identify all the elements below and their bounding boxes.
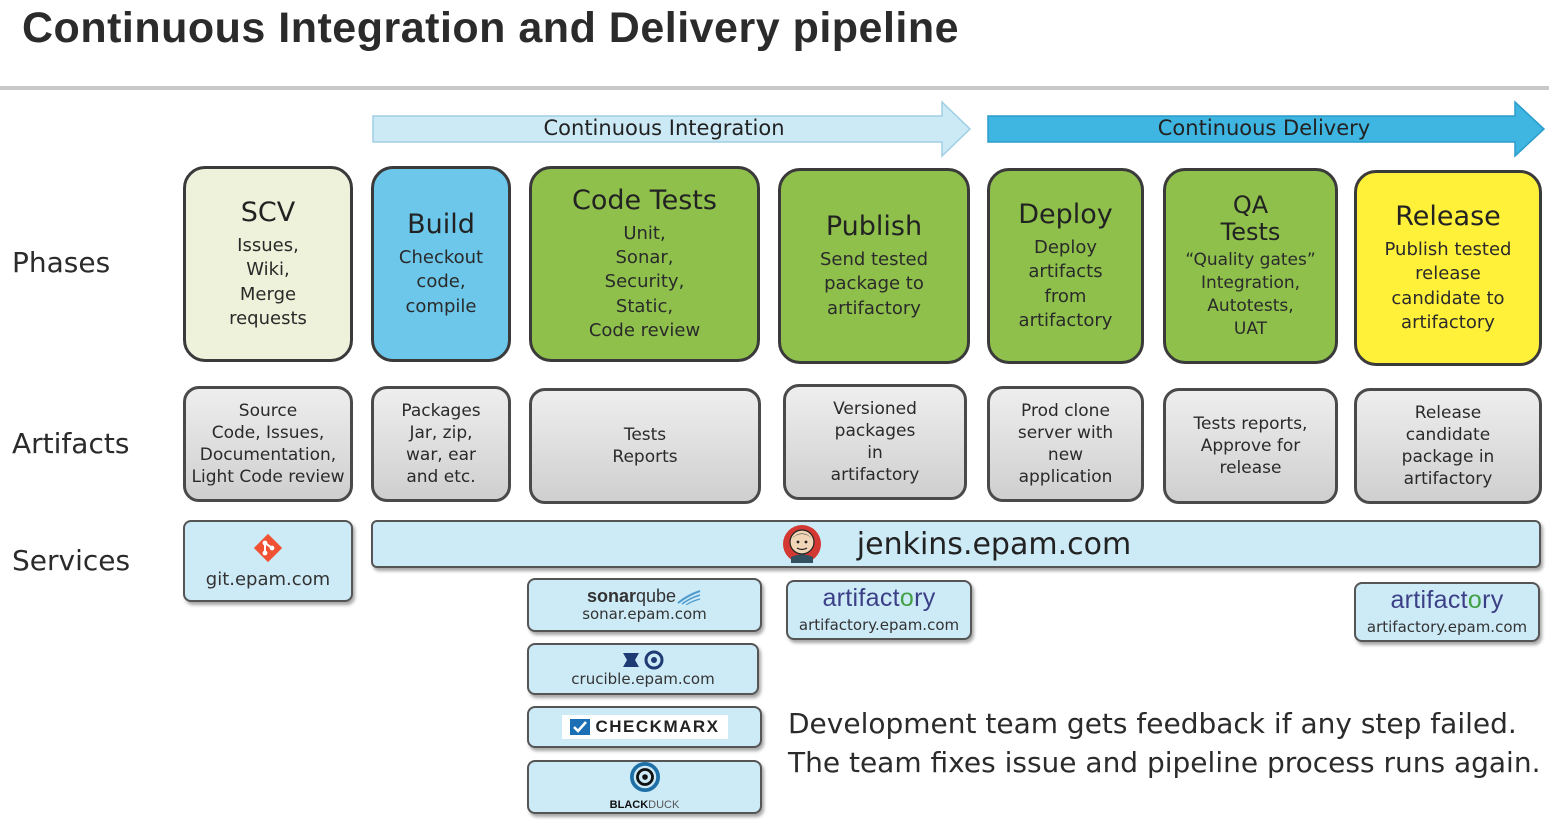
phase-description: Publish tested release candidate to arti… (1384, 238, 1512, 333)
phase-description: Issues, Wiki, Merge requests (229, 234, 307, 329)
blackduck-wordmark: BLACKDUCK (610, 793, 680, 812)
phase-deploy: Deploy Deploy artifacts from artifactory (987, 168, 1144, 364)
service-url: jenkins.epam.com (856, 526, 1132, 562)
checkmarx-wordmark: CHECKMARX (595, 717, 720, 736)
git-icon (253, 534, 283, 563)
feedback-note: Development team gets feedback if any st… (788, 704, 1540, 782)
service-url: artifactory.epam.com (1366, 618, 1528, 636)
stage-arrows (372, 100, 1546, 158)
blackduck-logo-part: DUCK (648, 799, 680, 811)
artifactory-logo-part: artifact (822, 584, 900, 612)
service-crucible[interactable]: crucible.epam.com (527, 643, 759, 695)
artifactory-logo-part: artifact (1390, 586, 1468, 614)
title-divider (0, 86, 1549, 90)
artifactory-logo-part: ry (914, 584, 936, 612)
sonarqube-logo-part: sonar (586, 586, 636, 606)
phase-publish: Publish Send tested package to artifacto… (778, 168, 970, 364)
service-artifactory-publish[interactable]: artifactory artifactory.epam.com (786, 580, 972, 640)
artifact-qa-tests: Tests reports, Approve for release (1163, 388, 1338, 504)
artifact-publish: Versioned packages in artifactory (783, 384, 967, 500)
artifact-build: Packages Jar, zip, war, ear and etc. (371, 386, 511, 502)
checkmarx-logo: CHECKMARX (561, 715, 728, 739)
phase-scv: SCV Issues, Wiki, Merge requests (183, 166, 353, 362)
service-url: sonar.epam.com (582, 605, 707, 623)
phase-title: QA Tests (1220, 190, 1281, 247)
checkmarx-icon (569, 719, 590, 735)
cd-stage-arrow (987, 100, 1546, 158)
service-git[interactable]: git.epam.com (183, 520, 353, 602)
cd-stage-label: Continuous Delivery (1157, 116, 1371, 140)
page-title: Continuous Integration and Delivery pipe… (22, 4, 960, 52)
phase-title: SCV (240, 196, 296, 228)
ci-stage-arrow (372, 100, 972, 158)
phase-description: Unit, Sonar, Security, Static, Code revi… (588, 222, 701, 341)
sonarqube-logo-part: qube (635, 586, 677, 606)
phase-build: Build Checkout code, compile (371, 166, 511, 362)
phase-description: Deploy artifacts from artifactory (1018, 236, 1113, 331)
row-label-services: Services (12, 544, 131, 577)
service-url: artifactory.epam.com (798, 616, 960, 634)
service-url: git.epam.com (205, 569, 331, 591)
artifact-deploy: Prod clone server with new application (987, 386, 1144, 502)
service-jenkins[interactable]: jenkins.epam.com (371, 520, 1541, 568)
artifact-code-tests: Tests Reports (529, 388, 761, 504)
row-label-phases: Phases (12, 246, 111, 279)
service-artifactory-release[interactable]: artifactory artifactory.epam.com (1354, 582, 1540, 642)
phase-release: Release Publish tested release candidate… (1354, 170, 1542, 366)
artifactory-logo-o: o (1467, 586, 1483, 614)
phase-title: Build (407, 209, 475, 241)
sonar-waves-icon (677, 590, 701, 605)
phase-title: Publish (825, 211, 923, 243)
phase-code-tests: Code Tests Unit, Sonar, Security, Static… (529, 166, 760, 362)
blackduck-icon (629, 762, 660, 792)
phase-title: Deploy (1018, 198, 1113, 230)
service-url: crucible.epam.com (571, 670, 715, 688)
feedback-line-2: The team fixes issue and pipeline proces… (788, 746, 1541, 780)
ci-stage-label: Continuous Integration (543, 116, 785, 140)
phase-description: Checkout code, compile (398, 247, 484, 317)
artifact-scv: Source Code, Issues, Documentation, Ligh… (183, 386, 353, 502)
phase-qa-tests: QA Tests “Quality gates” Integration, Au… (1163, 168, 1338, 364)
phase-title: Code Tests (572, 184, 717, 216)
artifactory-logo-part: ry (1482, 586, 1504, 614)
blackduck-logo-part: BLACK (609, 799, 649, 811)
artifactory-logo: artifactory (1390, 588, 1503, 613)
artifactory-logo-o: o (899, 584, 915, 612)
row-label-artifacts: Artifacts (12, 427, 130, 460)
artifact-release: Release candidate package in artifactory (1354, 388, 1542, 504)
feedback-line-1: Development team gets feedback if any st… (788, 707, 1517, 740)
service-blackduck[interactable]: BLACKDUCK (527, 760, 762, 814)
service-checkmarx[interactable]: CHECKMARX (527, 706, 762, 748)
jenkins-icon (782, 525, 821, 563)
artifactory-logo: artifactory (822, 586, 935, 611)
phase-description: Send tested package to artifactory (819, 249, 929, 319)
crucible-icon (623, 650, 664, 670)
phase-title: Release (1395, 200, 1501, 232)
phase-description: “Quality gates” Integration, Autotests, … (1185, 249, 1316, 339)
